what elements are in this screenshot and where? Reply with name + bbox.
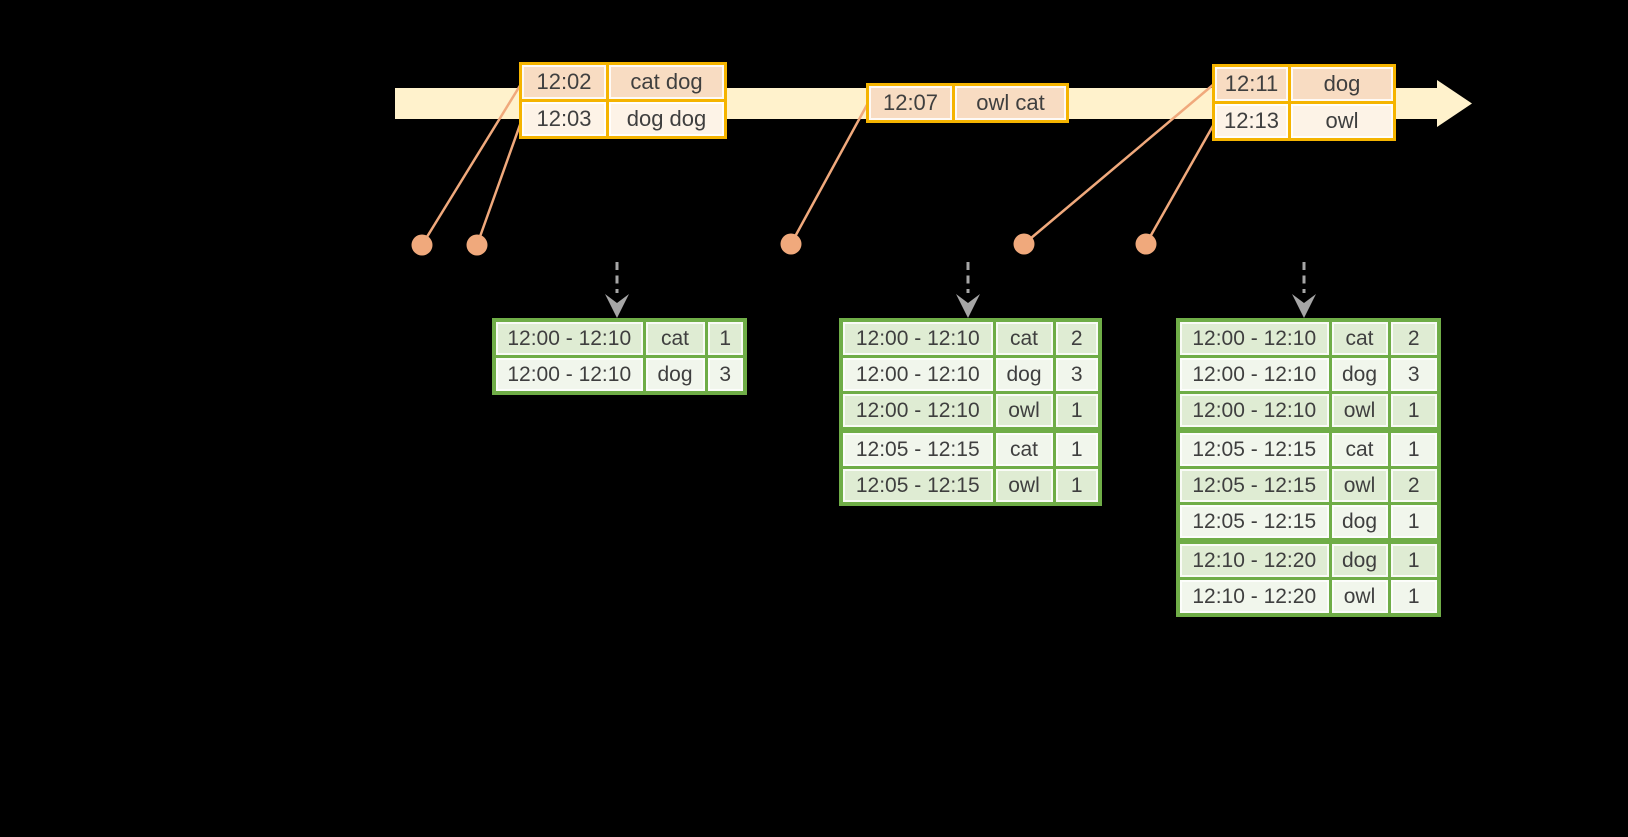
- result-row: 12:00 - 12:10 dog 3: [839, 355, 1102, 394]
- result-window: 12:05 - 12:15: [1176, 427, 1332, 469]
- result-row: 12:00 - 12:10 owl 1: [839, 391, 1102, 432]
- event-words: dog dog: [606, 99, 727, 139]
- event-connector-line: [420, 83, 523, 246]
- result-word: dog: [1328, 355, 1391, 394]
- result-window: 12:00 - 12:10: [839, 318, 996, 358]
- result-count: 2: [1052, 318, 1102, 358]
- event-words: cat dog: [606, 62, 727, 102]
- event-words: owl: [1288, 101, 1396, 141]
- result-count: 1: [1387, 391, 1441, 432]
- result-row: 12:05 - 12:15 cat 1: [839, 427, 1102, 469]
- event-time: 12:11: [1212, 64, 1291, 104]
- event-connector-line: [789, 102, 870, 245]
- event-table-2: 12:07 owl cat: [866, 83, 1069, 123]
- result-word: cat: [1328, 427, 1391, 469]
- result-window: 12:05 - 12:15: [1176, 466, 1332, 505]
- result-word: cat: [642, 318, 708, 358]
- event-row: 12:11 dog: [1212, 64, 1396, 104]
- result-row: 12:05 - 12:15 cat 1: [1176, 427, 1441, 469]
- result-count: 1: [1052, 427, 1102, 469]
- result-window: 12:00 - 12:10: [839, 391, 996, 432]
- event-dot-icon: [1135, 233, 1157, 255]
- result-row: 12:05 - 12:15 owl 2: [1176, 466, 1441, 505]
- result-count: 1: [1387, 577, 1441, 617]
- event-row: 12:13 owl: [1212, 101, 1396, 141]
- result-row: 12:00 - 12:10 owl 1: [1176, 391, 1441, 432]
- result-window: 12:05 - 12:15: [1176, 502, 1332, 543]
- event-dot-icon: [411, 234, 433, 256]
- event-words: owl cat: [952, 83, 1069, 123]
- event-connector-line: [475, 121, 523, 246]
- result-window: 12:00 - 12:10: [1176, 355, 1332, 394]
- timeline-arrowhead-icon: [1437, 80, 1472, 127]
- event-dot-icon: [1013, 233, 1035, 255]
- result-word: owl: [1328, 577, 1391, 617]
- result-count: 3: [1387, 355, 1441, 394]
- event-row: 12:07 owl cat: [866, 83, 1069, 123]
- result-window: 12:10 - 12:20: [1176, 538, 1332, 580]
- result-count: 1: [1387, 538, 1441, 580]
- event-dot-icon: [780, 233, 802, 255]
- result-word: owl: [992, 391, 1056, 432]
- result-row: 12:00 - 12:10 dog 3: [1176, 355, 1441, 394]
- event-table-1: 12:02 cat dog 12:03 dog dog: [519, 62, 727, 139]
- result-word: owl: [1328, 466, 1391, 505]
- result-word: cat: [992, 427, 1056, 469]
- result-window: 12:00 - 12:10: [492, 318, 646, 358]
- result-count: 3: [1052, 355, 1102, 394]
- result-count: 3: [704, 355, 747, 395]
- result-row: 12:05 - 12:15 owl 1: [839, 466, 1102, 506]
- event-table-3: 12:11 dog 12:13 owl: [1212, 64, 1396, 141]
- result-window: 12:00 - 12:10: [492, 355, 646, 395]
- event-dot-icon: [466, 234, 488, 256]
- result-table-3: 12:00 - 12:10 cat 2 12:00 - 12:10 dog 3 …: [1176, 318, 1441, 617]
- result-word: owl: [1328, 391, 1391, 432]
- result-window: 12:05 - 12:15: [839, 466, 996, 506]
- result-table-2: 12:00 - 12:10 cat 2 12:00 - 12:10 dog 3 …: [839, 318, 1102, 506]
- event-time: 12:02: [519, 62, 609, 102]
- event-time: 12:07: [866, 83, 955, 123]
- result-row: 12:00 - 12:10 cat 2: [1176, 318, 1441, 358]
- result-word: owl: [992, 466, 1056, 506]
- result-word: dog: [992, 355, 1056, 394]
- event-time: 12:03: [519, 99, 609, 139]
- result-count: 1: [1052, 466, 1102, 506]
- result-row: 12:10 - 12:20 dog 1: [1176, 538, 1441, 580]
- result-word: dog: [1328, 502, 1391, 543]
- trigger-arrowhead-icon: [605, 294, 629, 318]
- result-count: 2: [1387, 466, 1441, 505]
- result-row: 12:05 - 12:15 dog 1: [1176, 502, 1441, 543]
- result-count: 1: [1387, 427, 1441, 469]
- result-row: 12:10 - 12:20 owl 1: [1176, 577, 1441, 617]
- event-words: dog: [1288, 64, 1396, 104]
- result-window: 12:00 - 12:10: [1176, 318, 1332, 358]
- result-window: 12:00 - 12:10: [1176, 391, 1332, 432]
- result-word: dog: [642, 355, 708, 395]
- result-word: dog: [1328, 538, 1391, 580]
- result-window: 12:10 - 12:20: [1176, 577, 1332, 617]
- result-window: 12:05 - 12:15: [839, 427, 996, 469]
- event-time: 12:13: [1212, 101, 1291, 141]
- event-row: 12:02 cat dog: [519, 62, 727, 102]
- result-row: 12:00 - 12:10 cat 1: [492, 318, 747, 358]
- result-count: 1: [1052, 391, 1102, 432]
- event-connector-line: [1023, 83, 1215, 245]
- result-count: 1: [1387, 502, 1441, 543]
- result-word: cat: [1328, 318, 1391, 358]
- result-word: cat: [992, 318, 1056, 358]
- result-count: 2: [1387, 318, 1441, 358]
- event-connector-line: [1144, 123, 1216, 245]
- result-count: 1: [704, 318, 747, 358]
- trigger-arrowhead-icon: [1292, 294, 1316, 318]
- result-table-1: 12:00 - 12:10 cat 1 12:00 - 12:10 dog 3: [492, 318, 747, 395]
- result-row: 12:00 - 12:10 cat 2: [839, 318, 1102, 358]
- result-window: 12:00 - 12:10: [839, 355, 996, 394]
- trigger-arrowhead-icon: [956, 294, 980, 318]
- event-row: 12:03 dog dog: [519, 99, 727, 139]
- result-row: 12:00 - 12:10 dog 3: [492, 355, 747, 395]
